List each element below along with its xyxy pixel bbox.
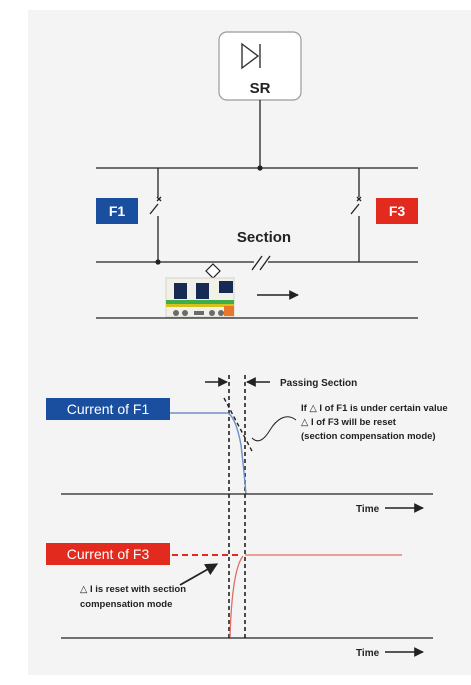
sr-label: SR (250, 80, 271, 97)
f1-note-line-2: △ I of F3 will be reset (301, 417, 397, 428)
circuit-schematic: SR F1 F3 Section (96, 31, 418, 319)
graph1-time-label: Time (356, 504, 380, 515)
current-f3-curve (229, 555, 244, 638)
graph2-time-label: Time (356, 648, 380, 659)
f3-note-line-2: compensation mode (80, 599, 172, 610)
f3-note-arrow (179, 563, 219, 586)
f3-label: F3 (389, 203, 406, 219)
sr-box: SR (218, 31, 302, 101)
f1-note-line-1: If △ I of F1 is under certain value (301, 403, 448, 414)
current-graphs: Passing Section Current of F1 If △ I of … (46, 375, 448, 659)
f1-badge (96, 198, 138, 224)
current-f1-label-box (46, 398, 170, 420)
breaker-f1-switch (149, 168, 162, 262)
passing-section-label: Passing Section (280, 378, 357, 389)
current-f3-label: Current of F3 (67, 546, 150, 562)
catenary-line (96, 255, 418, 271)
diode-icon (241, 42, 261, 70)
f3-note-line-1: △ I is reset with section (80, 584, 186, 595)
current-f1-curve (170, 412, 247, 495)
f1-label: F1 (109, 203, 126, 219)
f1-note-squiggle (251, 416, 297, 442)
f3-badge (376, 198, 418, 224)
f1-tangent-dashed (223, 397, 254, 454)
section-label: Section (237, 229, 291, 246)
current-f1-label: Current of F1 (67, 401, 150, 417)
background-panel (28, 10, 471, 675)
train-icon (165, 277, 235, 318)
f1-note-line-3: (section compensation mode) (301, 431, 436, 442)
breaker-f3-switch (350, 168, 362, 262)
current-f3-label-box (46, 543, 170, 565)
